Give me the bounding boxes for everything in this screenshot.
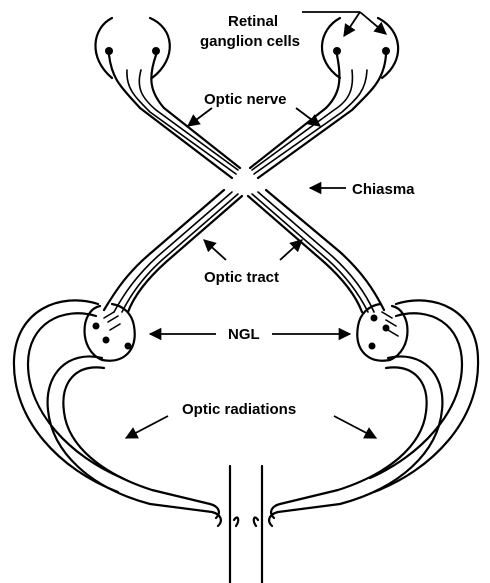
left-eye-ganglion-cell-a (105, 47, 113, 55)
retinal-label-line1: Retinal (228, 13, 278, 30)
right-eye-ganglion-cell-b (382, 47, 390, 55)
ngl-label: NGL (228, 326, 260, 343)
right-eye (322, 18, 398, 78)
optic-nerve-label: Optic nerve (204, 91, 287, 108)
optic-nerves (109, 55, 386, 178)
radiations-arrow-right (334, 416, 376, 438)
left-ngl (85, 304, 135, 361)
radiations-arrow-left (126, 416, 168, 438)
retinal-arrow-right (360, 12, 386, 34)
retinal-label-line2: ganglion cells (200, 33, 300, 50)
optic-tract-arrow-left (204, 240, 226, 260)
retinal-arrow-left (344, 12, 360, 36)
right-ngl (357, 304, 407, 361)
optic-tract-arrow-right (280, 240, 302, 260)
left-eye-ganglion-cell-b (152, 47, 160, 55)
optic-tracts (104, 190, 384, 312)
left-eye (95, 18, 169, 78)
midline-cortex (230, 466, 262, 583)
optic-radiations-label: Optic radiations (182, 401, 296, 418)
chiasma-label: Chiasma (352, 181, 415, 198)
optic-nerve-arrow-left (188, 108, 212, 126)
annotation-arrows (126, 12, 386, 438)
right-eye-ganglion-cell-a (333, 47, 341, 55)
optic-tract-label: Optic tract (204, 269, 279, 286)
